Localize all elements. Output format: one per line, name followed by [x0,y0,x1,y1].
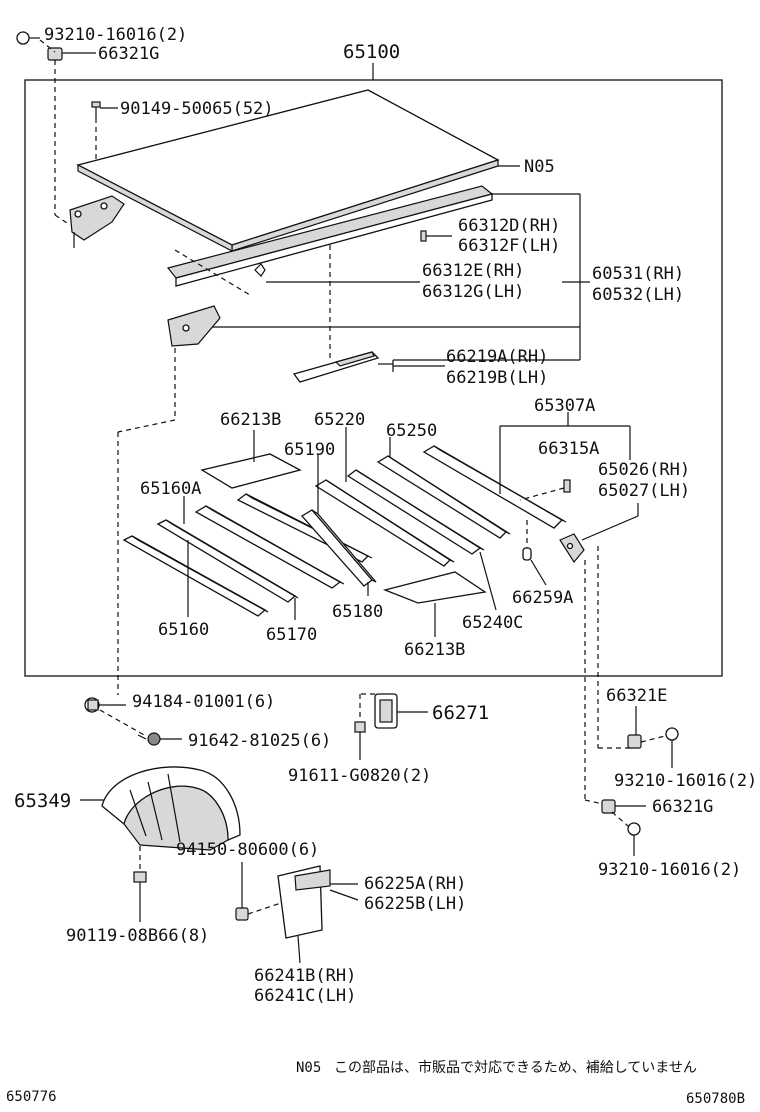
label-66241C: 66241C(LH) [254,986,356,1006]
label-65190: 65190 [284,440,335,460]
label-66315A: 66315A [538,439,599,459]
label-66321G-bottom: 66321G [652,797,713,817]
label-65307A: 65307A [534,396,595,416]
label-65349: 65349 [14,790,71,812]
label-65220: 65220 [314,410,365,430]
cross-member-65180 [300,509,377,587]
cross-member-65307A [422,445,567,529]
hinge-plate [559,533,585,564]
grommet-icon [522,547,532,561]
hinge-bracket [69,195,125,248]
label-65100: 65100 [343,41,400,63]
nut-66321E-icon [627,734,642,749]
stud-bolt-icon [133,871,147,905]
label-65250: 65250 [386,421,437,441]
pad-upper [200,453,302,489]
screw-icon [91,101,101,118]
label-60532: 60532(LH) [592,285,684,305]
label-93210-16016-right: 93210-16016(2) [614,771,757,791]
corner-bracket [167,305,221,347]
pad-lower [382,571,487,604]
label-66312D: 66312D(RH) [458,216,560,236]
cross-member-65160 [122,535,269,617]
label-66312F: 66312F(LH) [458,236,560,256]
label-60531: 60531(RH) [592,264,684,284]
label-65026: 65026(RH) [598,460,690,480]
speed-nut-icon [235,907,249,921]
cross-member-65160A [156,519,299,603]
bolt-93210-icon [665,727,679,741]
clip-icon [254,263,266,277]
figure-id-left: 650776 [6,1089,57,1105]
mud-guard [101,766,241,851]
label-65160A: 65160A [140,479,201,499]
flange-nut-icon [84,697,100,713]
bolt-93210b-icon [627,822,641,836]
label-65170: 65170 [266,625,317,645]
retainer-clip-icon [374,693,398,729]
label-66321E: 66321E [606,686,667,706]
label-66312G: 66312G(LH) [422,282,524,302]
label-91611-G0820: 91611-G0820(2) [288,766,431,786]
cross-member-65220 [314,479,455,567]
footnote-text: この部品は、市販品で対応できるため、補給していません [334,1059,697,1076]
label-65180: 65180 [332,602,383,622]
pin-icon [420,230,452,242]
label-66321G-top: 66321G [98,44,159,64]
label-66271: 66271 [432,702,489,724]
label-94184-01001: 94184-01001(6) [132,692,275,712]
label-66219B: 66219B(LH) [446,368,548,388]
cross-member-65240C [346,469,485,555]
nut-icon [47,47,63,61]
label-66225A: 66225A(RH) [364,874,466,894]
label-91642-81025: 91642-81025(6) [188,731,331,751]
label-65027: 65027(LH) [598,481,690,501]
label-66213B-lower: 66213B [404,640,465,660]
label-65240C: 65240C [462,613,523,633]
clip-66315A-icon [563,479,571,493]
label-90119-08B66: 90119-08B66(8) [66,926,209,946]
label-66312E: 66312E(RH) [422,261,524,281]
footnote-code: N05 [296,1060,321,1076]
bolt-icon [16,31,40,45]
figure-id-right: 650780B [686,1091,745,1107]
label-66219A: 66219A(RH) [446,347,548,367]
label-94150-80600: 94150-80600(6) [176,840,319,860]
side-rail [166,185,494,287]
label-90149-50065: 90149-50065(52) [120,99,274,119]
label-65160: 65160 [158,620,209,640]
deck-board [76,89,500,252]
cover-panel [277,865,331,939]
label-66213B-upper: 66213B [220,410,281,430]
cross-member-65250 [376,455,511,539]
label-66241B: 66241B(RH) [254,966,356,986]
label-93210-16016-bottom: 93210-16016(2) [598,860,741,880]
cross-member-65170 [194,505,345,589]
hex-bolt-icon [137,732,161,746]
nut-66321G-icon [601,799,616,814]
label-93210-16016-top: 93210-16016(2) [44,25,187,45]
label-N05: N05 [524,157,555,177]
label-66225B: 66225B(LH) [364,894,466,914]
tapping-screw-icon [354,721,366,760]
label-66259A: 66259A [512,588,573,608]
strap-icon [292,351,380,383]
